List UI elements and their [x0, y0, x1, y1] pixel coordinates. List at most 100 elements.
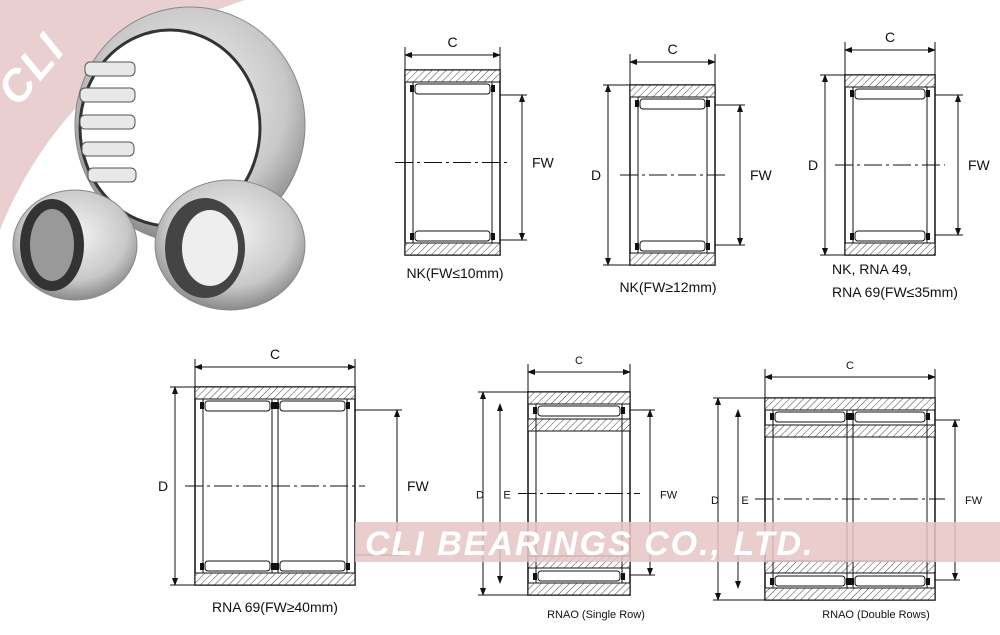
needle-roller	[774, 411, 846, 423]
seal-mark	[926, 233, 930, 240]
diagram-caption-line2: RNA 69(FW≤35mm)	[832, 284, 958, 300]
needle-roller	[639, 240, 706, 252]
label-d: D	[591, 167, 601, 183]
diagram-caption-line1: NK, RNA 49,	[832, 261, 911, 277]
seal-mark	[200, 402, 204, 409]
outer-ring-section-bottom	[764, 587, 936, 601]
outer-ring-section-bottom	[844, 242, 936, 256]
seal-mark	[491, 85, 495, 92]
needle-roller	[537, 570, 621, 582]
outer-ring-section-top	[844, 74, 936, 88]
outer-ring-section-top	[527, 391, 631, 405]
seal-mark	[346, 563, 350, 570]
label-c: C	[667, 41, 677, 57]
needle-roller	[204, 400, 271, 412]
label-fw: FW	[750, 167, 773, 183]
seal-mark	[846, 578, 850, 585]
seal-mark	[410, 233, 414, 240]
bearing-diagram-3: C D FW NK, RNA 49, RNA 69(FW≤35mm)	[808, 29, 991, 300]
seal-mark	[533, 407, 537, 414]
seal-mark	[410, 85, 414, 92]
outer-ring-section-top	[764, 397, 936, 411]
outer-ring-section-bottom	[527, 582, 631, 596]
seal-mark	[275, 563, 279, 570]
seal-mark	[621, 407, 625, 414]
bearing-diagram-5: C D E FW RNAO (Single Row)	[476, 355, 678, 621]
logo-swoosh	[0, 0, 245, 230]
outer-ring-section-bottom	[629, 252, 716, 266]
seal-mark	[346, 402, 350, 409]
label-c: C	[885, 29, 895, 45]
diagram-caption: NK(FW≥12mm)	[619, 279, 716, 295]
needle-roller	[774, 575, 846, 587]
seal-mark	[621, 573, 625, 580]
label-e: E	[741, 495, 748, 507]
seal-mark	[926, 413, 930, 420]
seal-mark	[926, 90, 930, 97]
seal-mark	[533, 573, 537, 580]
outer-ring-section-top	[194, 386, 356, 400]
bearing-diagram-6: C D E FW RNAO (Double Rows)	[711, 360, 983, 621]
label-e: E	[503, 490, 510, 502]
seal-mark	[850, 233, 854, 240]
label-c: C	[270, 346, 280, 362]
seal-mark	[706, 100, 710, 107]
outer-ring-section-top	[404, 69, 501, 83]
watermark: CLI BEARINGS CO., LTD.	[355, 522, 1000, 563]
seal-mark	[850, 578, 854, 585]
bearing-diagram-1: C FW NK(FW≤10mm)	[395, 34, 555, 281]
outer-ring-section-bottom	[404, 242, 501, 256]
outer-ring-section-top	[629, 84, 716, 98]
seal-mark	[926, 578, 930, 585]
needle-roller	[279, 400, 346, 412]
needle-roller	[414, 230, 491, 242]
seal-mark	[770, 413, 774, 420]
inner-ring-section-top	[764, 424, 936, 438]
label-fw: FW	[660, 490, 678, 502]
needle-roller	[854, 411, 926, 423]
needle-roller	[854, 230, 926, 242]
seal-mark	[846, 413, 850, 420]
needle-roller	[854, 575, 926, 587]
bearing-diagram-2: C D FW NK(FW≥12mm)	[591, 41, 773, 295]
needle-roller	[537, 405, 621, 417]
label-fw: FW	[407, 478, 430, 494]
needle-roller	[414, 83, 491, 95]
needle-roller	[204, 560, 271, 572]
label-fw: FW	[965, 495, 983, 507]
seal-mark	[850, 413, 854, 420]
seal-mark	[850, 90, 854, 97]
label-d: D	[711, 495, 719, 507]
diagram-caption: RNAO (Single Row)	[547, 609, 645, 621]
product-photo: CLI	[0, 0, 306, 311]
outer-ring-section-bottom	[194, 572, 356, 586]
seal-mark	[271, 563, 275, 570]
label-c: C	[447, 34, 457, 50]
seal-mark	[635, 243, 639, 250]
label-d: D	[808, 157, 818, 173]
diagram-caption: NK(FW≤10mm)	[406, 265, 503, 281]
large-bearing-rollers	[79, 61, 137, 183]
seal-mark	[491, 233, 495, 240]
label-d: D	[158, 478, 168, 494]
needle-roller	[639, 98, 706, 110]
label-c: C	[575, 355, 583, 367]
seal-mark	[275, 402, 279, 409]
label-fw: FW	[532, 155, 555, 171]
label-d: D	[476, 490, 484, 502]
diagram-caption: RNAO (Double Rows)	[822, 609, 930, 621]
seal-mark	[635, 100, 639, 107]
needle-roller	[279, 560, 346, 572]
bearing-diagram-4: C D FW RNA 69(FW≥40mm)	[158, 346, 430, 615]
needle-roller	[854, 88, 926, 100]
diagram-caption: RNA 69(FW≥40mm)	[212, 599, 338, 615]
label-c: C	[846, 360, 854, 372]
seal-mark	[706, 243, 710, 250]
inner-ring-section-top	[527, 418, 631, 432]
seal-mark	[200, 563, 204, 570]
seal-mark	[770, 578, 774, 585]
seal-mark	[271, 402, 275, 409]
label-fw: FW	[968, 157, 991, 173]
